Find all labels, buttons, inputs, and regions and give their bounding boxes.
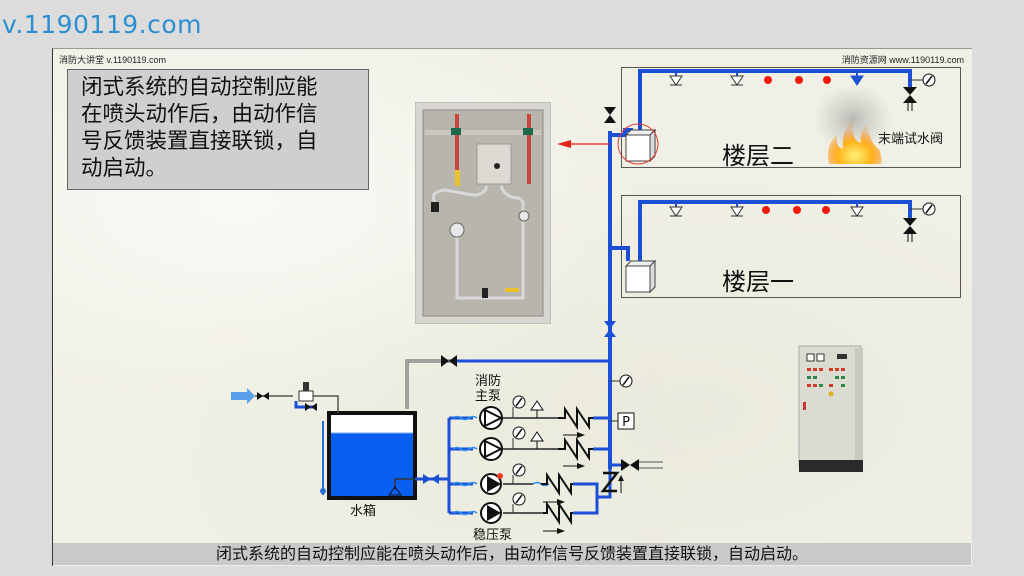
- floor-two-zone: 楼层二 末端试水阀: [621, 67, 961, 170]
- tank-supply-line: [405, 355, 610, 409]
- pump-pressure-gauges: [512, 395, 526, 513]
- floor-one-branch-pipe: [610, 200, 912, 261]
- header-right-brand: 消防资源网 www.1190119.com: [841, 55, 964, 65]
- pressure-switch-label: P: [622, 415, 630, 430]
- water-drop: [823, 76, 831, 84]
- floor-one-sprinklers: [669, 202, 864, 217]
- header-left-brand: 消防大讲堂 v.1190119.com: [59, 55, 167, 65]
- main-pump-label-line: 消防: [475, 374, 502, 389]
- pump-discharge-lines: [503, 416, 612, 515]
- water-drop: [822, 206, 830, 214]
- test-outlet-valve-icon: [610, 459, 663, 471]
- main-fire-pump-2-icon: [452, 437, 504, 461]
- subtitle-caption: 闭式系统的自动控制应能在喷头动作后，由动作信号反馈装置直接联锁，自动启动。: [52, 543, 971, 565]
- sprinkler-head-icon: [730, 202, 744, 217]
- main-pump-label: 消防 主泵: [475, 374, 501, 404]
- main-fire-pump-1-icon: [452, 406, 504, 430]
- sprinkler-head-icon: [730, 71, 744, 86]
- explanation-line: 闭式系统的自动控制应能: [81, 75, 318, 100]
- water-flow-indicator-floor-one: [624, 259, 657, 294]
- end-test-valve-floor-two-icon: [903, 73, 936, 111]
- sprinkler-head-icon: [850, 202, 864, 217]
- end-test-valve-floor-one-icon: [903, 202, 936, 242]
- pressure-switch: P: [610, 412, 635, 430]
- alarm-valve-cabinet-photo: [415, 102, 551, 324]
- callout-arrow: [557, 140, 609, 148]
- flow-direction-marks: [543, 432, 585, 534]
- end-test-valve-label: 末端试水阀: [878, 132, 944, 147]
- floor-two-sprinklers: [669, 71, 864, 86]
- riser-top-valve-icon: [604, 107, 616, 123]
- riser-pipe: [608, 128, 633, 469]
- riser-pressure-gauge-icon: [610, 374, 633, 388]
- diagram-frame: 消防大讲堂 v.1190119.com 消防资源网 www.1190119.co…: [52, 48, 972, 566]
- riser-check-valve-icon: [600, 471, 624, 493]
- explanation-line: 动启动。: [81, 156, 168, 181]
- water-drop: [764, 76, 772, 84]
- jockey-pump-2-icon: [452, 502, 502, 524]
- sprinkler-head-icon: [669, 71, 683, 86]
- explanation-line: 在喷头动作后，由动作信: [81, 102, 318, 127]
- explanation-line: 号反馈装置直接联锁，自: [81, 129, 318, 154]
- water-inlet: [231, 382, 339, 413]
- site-watermark-url: v.1190119.com: [2, 10, 202, 39]
- explanation-textbox: 闭式系统的自动控制应能 在喷头动作后，由动作信 号反馈装置直接联锁，自 动启动。: [67, 69, 369, 190]
- sprinkler-head-icon: [669, 202, 683, 217]
- pump-suction-header: [415, 416, 473, 515]
- floor-two-branch-pipe: [638, 69, 912, 133]
- floor-one-label: 楼层一: [722, 268, 794, 296]
- water-drop: [793, 206, 801, 214]
- riser-signal-valve-icon: [604, 321, 616, 337]
- water-flow-indicator-floor-two: [617, 123, 659, 165]
- floor-two-label: 楼层二: [722, 142, 794, 170]
- pressure-pump-label: 稳压泵: [473, 528, 513, 543]
- water-tank: [320, 411, 423, 500]
- fire-icon: [813, 84, 893, 164]
- pump-relief-valves: [530, 400, 544, 449]
- main-pump-label-line: 主泵: [475, 389, 502, 404]
- activated-sprinkler-head-icon: [850, 71, 864, 86]
- water-tank-label: 水箱: [350, 504, 377, 519]
- water-drop: [762, 206, 770, 214]
- sprinkler-system-schematic: P: [231, 69, 936, 534]
- water-drop: [795, 76, 803, 84]
- pump-control-panel-photo: [798, 345, 863, 472]
- check-valve-icons: [541, 405, 593, 526]
- jockey-pump-1-icon: [452, 473, 503, 495]
